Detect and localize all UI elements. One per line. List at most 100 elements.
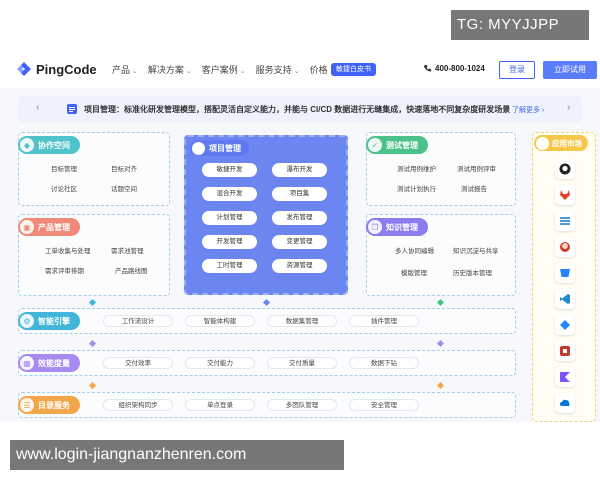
pingcode-logo-icon bbox=[17, 62, 31, 76]
logo[interactable]: PingCode bbox=[16, 61, 97, 77]
phone-icon bbox=[423, 64, 432, 72]
connector-dot bbox=[88, 298, 97, 307]
menu-item-solutions[interactable]: 解决方案⌄ bbox=[147, 65, 192, 75]
metrics-item[interactable]: 交付质量 bbox=[267, 357, 337, 369]
directory-item[interactable]: 单点登录 bbox=[185, 399, 255, 411]
project-item[interactable]: 发布管理 bbox=[272, 211, 327, 225]
connector-dot bbox=[436, 339, 445, 348]
banner-text: 项目管理：标准化研发管理模型，搭配灵活自定义能力，并能与 CI/CD 数据进行无… bbox=[84, 105, 511, 114]
module-engine: ⚙智能引擎 工作流设计 智能体构建 数据集管理 插件管理 bbox=[18, 308, 516, 334]
module-apps: 应用市场 bbox=[532, 132, 596, 422]
project-item[interactable]: 混合开发 bbox=[202, 187, 257, 201]
knowledge-item[interactable]: 历史版本管理 bbox=[453, 270, 492, 277]
connector-dot bbox=[262, 298, 271, 307]
github-icon[interactable] bbox=[555, 159, 575, 179]
directory-item[interactable]: 多团队管理 bbox=[267, 399, 337, 411]
metrics-item[interactable]: 数据下钻 bbox=[349, 357, 419, 369]
document-icon bbox=[67, 104, 77, 114]
product-item[interactable]: 需求评审排期 bbox=[45, 268, 84, 275]
chevron-down-icon: ⌄ bbox=[239, 68, 246, 75]
metrics-item[interactable]: 交付效率 bbox=[103, 357, 173, 369]
knowledge-item[interactable]: 模版管理 bbox=[401, 270, 427, 277]
testing-item[interactable]: 测试用例评审 bbox=[457, 166, 496, 173]
project-item[interactable]: 瀑布开发 bbox=[272, 163, 327, 177]
banner-prev-icon[interactable]: ‹ bbox=[36, 102, 40, 113]
module-product: ▣产品管理 工单收集与处理 需求池管理 需求评审排期 产品路线图 bbox=[18, 214, 170, 296]
jenkins-icon[interactable] bbox=[555, 237, 575, 257]
project-item[interactable]: 变更管理 bbox=[272, 235, 327, 249]
free-trial-button[interactable]: 立即试用 bbox=[543, 61, 597, 79]
knowledge-item[interactable]: 知识沉淀与共享 bbox=[453, 248, 499, 255]
metrics-item[interactable]: 交付能力 bbox=[185, 357, 255, 369]
product-item[interactable]: 需求池管理 bbox=[111, 248, 144, 255]
screenshot: PingCode 产品⌄ 解决方案⌄ 客户案例⌄ 服务支持⌄ 价格 敏捷白皮书 … bbox=[0, 52, 600, 422]
project-item[interactable]: 敏捷开发 bbox=[202, 163, 257, 177]
project-item[interactable]: 项目集 bbox=[272, 187, 327, 201]
login-button[interactable]: 登录 bbox=[499, 61, 535, 79]
engine-title[interactable]: ⚙智能引擎 bbox=[18, 312, 80, 330]
learn-more-link[interactable]: 了解更多 › bbox=[512, 107, 545, 114]
module-collab: ◆协作空间 目标管理 目标对齐 讨论社区 话题空间 bbox=[18, 132, 170, 206]
testing-title[interactable]: ✓测试管理 bbox=[366, 136, 428, 154]
collab-item[interactable]: 讨论社区 bbox=[51, 186, 77, 193]
engine-item[interactable]: 工作流设计 bbox=[103, 315, 173, 327]
gitee-icon[interactable] bbox=[555, 211, 575, 231]
azure-icon[interactable] bbox=[555, 393, 575, 413]
collab-item[interactable]: 话题空间 bbox=[111, 186, 137, 193]
gitlab-icon[interactable] bbox=[555, 185, 575, 205]
module-project: 项目管理 敏捷开发 瀑布开发 混合开发 项目集 计划管理 发布管理 开发管理 变… bbox=[184, 135, 348, 295]
menu-item-pricing[interactable]: 价格 bbox=[309, 65, 328, 75]
project-item[interactable]: 计划管理 bbox=[202, 211, 257, 225]
connector-dot bbox=[436, 298, 445, 307]
product-title[interactable]: ▣产品管理 bbox=[18, 218, 80, 236]
gitea-icon[interactable] bbox=[555, 341, 575, 361]
project-item[interactable]: 工时管理 bbox=[202, 259, 257, 273]
kotlin-icon[interactable] bbox=[555, 367, 575, 387]
watermark-bottom: www.login-jiangnanzhenren.com bbox=[10, 440, 344, 470]
phone-number: 400-800-1024 bbox=[423, 64, 485, 73]
menu-item-support[interactable]: 服务支持⌄ bbox=[255, 65, 300, 75]
testing-item[interactable]: 测试计划执行 bbox=[397, 186, 436, 193]
collab-item[interactable]: 目标对齐 bbox=[111, 166, 137, 173]
testing-item[interactable]: 测试用例维护 bbox=[397, 166, 436, 173]
collab-icon: ◆ bbox=[20, 138, 34, 152]
module-knowledge: ❐知识管理 多人协同编辑 知识沉淀与共享 模版管理 历史版本管理 bbox=[366, 214, 516, 296]
banner-next-icon[interactable]: › bbox=[567, 102, 571, 113]
knowledge-title[interactable]: ❐知识管理 bbox=[366, 218, 428, 236]
connector-dot bbox=[88, 381, 97, 390]
engine-item[interactable]: 数据集管理 bbox=[267, 315, 337, 327]
engine-icon: ⚙ bbox=[20, 314, 34, 328]
project-item[interactable]: 资源管理 bbox=[272, 259, 327, 273]
main-menu: 产品⌄ 解决方案⌄ 客户案例⌄ 服务支持⌄ 价格 bbox=[112, 63, 328, 76]
knowledge-icon: ❐ bbox=[368, 220, 382, 234]
apps-title[interactable]: 应用市场 bbox=[534, 135, 588, 151]
whitepaper-badge[interactable]: 敏捷白皮书 bbox=[331, 63, 376, 76]
testing-icon: ✓ bbox=[368, 138, 382, 152]
engine-item[interactable]: 插件管理 bbox=[349, 315, 419, 327]
chevron-down-icon: ⌄ bbox=[185, 68, 192, 75]
menu-item-cases[interactable]: 客户案例⌄ bbox=[201, 65, 246, 75]
collab-title[interactable]: ◆协作空间 bbox=[18, 136, 80, 154]
collab-item[interactable]: 目标管理 bbox=[51, 166, 77, 173]
chevron-down-icon: ⌄ bbox=[293, 68, 300, 75]
bitbucket-icon[interactable] bbox=[555, 263, 575, 283]
project-icon bbox=[192, 141, 205, 155]
testing-item[interactable]: 测试报告 bbox=[461, 186, 487, 193]
directory-title[interactable]: ☰目录服务 bbox=[18, 396, 80, 414]
metrics-title[interactable]: ▦效能度量 bbox=[18, 354, 80, 372]
knowledge-item[interactable]: 多人协同编辑 bbox=[395, 248, 434, 255]
project-item[interactable]: 开发管理 bbox=[202, 235, 257, 249]
logo-text: PingCode bbox=[36, 61, 97, 77]
directory-item[interactable]: 组织架构同步 bbox=[103, 399, 173, 411]
metrics-icon: ▦ bbox=[20, 356, 34, 370]
vscode-icon[interactable] bbox=[555, 289, 575, 309]
module-metrics: ▦效能度量 交付效率 交付能力 交付质量 数据下钻 bbox=[18, 350, 516, 376]
engine-item[interactable]: 智能体构建 bbox=[185, 315, 255, 327]
project-title[interactable]: 项目管理 bbox=[190, 140, 249, 156]
module-testing: ✓测试管理 测试用例维护 测试用例评审 测试计划执行 测试报告 bbox=[366, 132, 516, 206]
directory-item[interactable]: 安全管理 bbox=[349, 399, 419, 411]
product-item[interactable]: 产品路线图 bbox=[115, 268, 148, 275]
menu-item-products[interactable]: 产品⌄ bbox=[112, 65, 138, 75]
product-item[interactable]: 工单收集与处理 bbox=[45, 248, 91, 255]
jira-icon[interactable] bbox=[555, 315, 575, 335]
